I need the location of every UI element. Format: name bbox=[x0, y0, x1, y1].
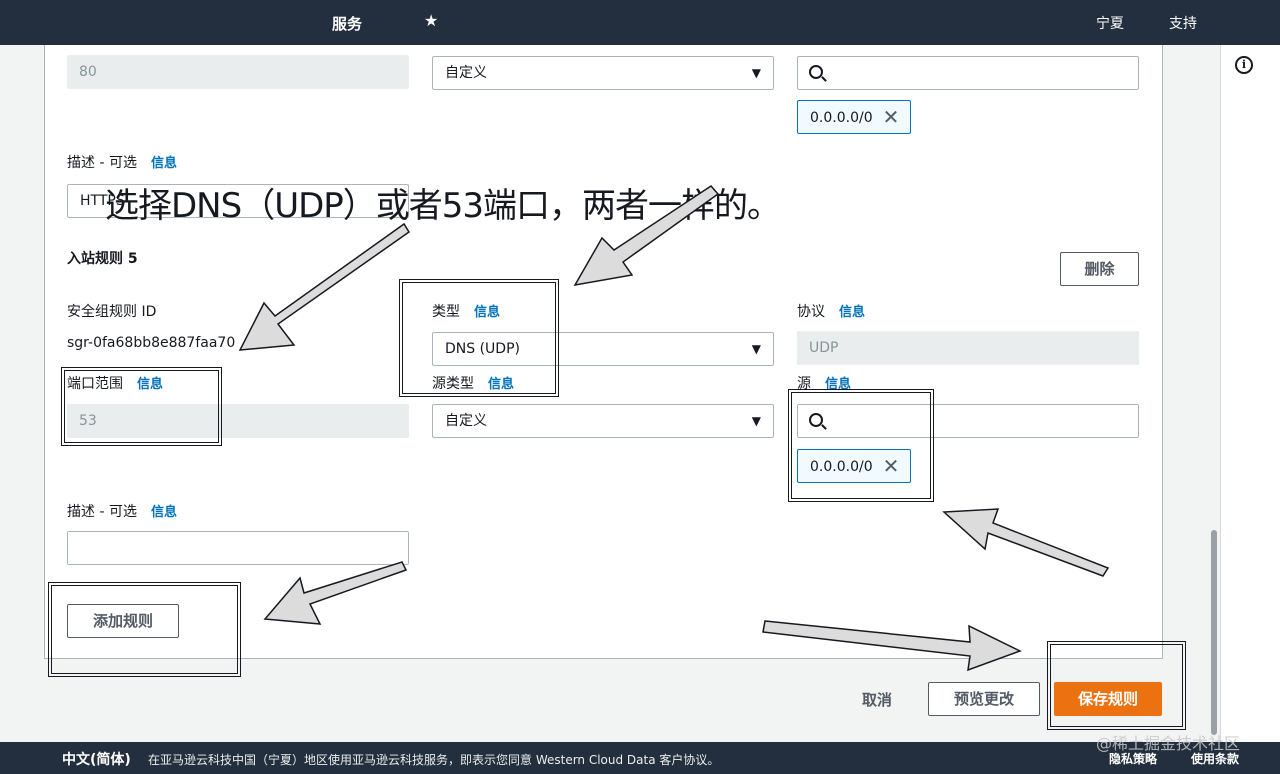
add-rule-button[interactable]: 添加规则 bbox=[67, 604, 179, 638]
rule4-source-search[interactable] bbox=[797, 56, 1139, 90]
source-type-label-text: 源类型 bbox=[432, 376, 474, 392]
port-range-label: 端口范围信息 bbox=[67, 373, 163, 393]
type-select-value: DNS (UDP) bbox=[445, 341, 520, 357]
region-selector[interactable]: 宁夏 bbox=[1096, 16, 1124, 32]
rule5-desc-label-text: 描述 - 可选 bbox=[67, 504, 137, 520]
rule4-source-type-value: 自定义 bbox=[445, 65, 487, 81]
rule4-desc-label-text: 描述 - 可选 bbox=[67, 155, 137, 171]
rule5-title: 入站规则 5 bbox=[67, 251, 138, 267]
rule4-source-type-select[interactable]: 自定义 ▼ bbox=[432, 56, 774, 90]
caret-down-icon: ▼ bbox=[751, 66, 761, 80]
cancel-button[interactable]: 取消 bbox=[862, 691, 893, 709]
rule4-source-cidr: 0.0.0.0/0 bbox=[810, 110, 873, 126]
protocol-label: 协议信息 bbox=[797, 301, 865, 321]
pin-icon[interactable]: ★ bbox=[424, 11, 439, 30]
source-label: 源信息 bbox=[797, 373, 851, 393]
rule4-desc-label: 描述 - 可选信息 bbox=[67, 152, 177, 172]
info-link[interactable]: 信息 bbox=[137, 377, 164, 392]
watermark: @稀土掘金技术社区 bbox=[1096, 734, 1241, 753]
type-label-text: 类型 bbox=[432, 304, 460, 320]
port-range-field: 53 bbox=[67, 404, 409, 438]
type-select[interactable]: DNS (UDP) ▼ bbox=[432, 332, 774, 366]
footer-bar: 中文(简体) 在亚马逊云科技中国（宁夏）地区使用亚马逊云科技服务，即表示您同意 … bbox=[0, 742, 1280, 774]
source-token: 0.0.0.0/0 ✕ bbox=[797, 449, 911, 483]
source-search[interactable] bbox=[797, 404, 1139, 438]
rule4-source-token: 0.0.0.0/0 ✕ bbox=[797, 100, 911, 134]
save-rules-button[interactable]: 保存规则 bbox=[1054, 682, 1162, 716]
info-icon[interactable]: i bbox=[1235, 56, 1253, 74]
sg-rule-id-label: 安全组规则 ID bbox=[67, 304, 157, 320]
language-selector[interactable]: 中文(简体) bbox=[62, 752, 131, 768]
search-icon bbox=[809, 65, 823, 79]
type-label: 类型信息 bbox=[432, 301, 500, 321]
source-label-text: 源 bbox=[797, 376, 811, 392]
protocol-field: UDP bbox=[797, 331, 1139, 365]
support-menu[interactable]: 支持 bbox=[1169, 16, 1197, 32]
highlight-box-save bbox=[1047, 641, 1186, 730]
rule4-port-field: 80 bbox=[67, 55, 409, 89]
highlight-box-type bbox=[399, 279, 559, 397]
info-link[interactable]: 信息 bbox=[488, 377, 515, 392]
terms-link[interactable]: 使用条款 bbox=[1191, 752, 1240, 766]
info-link[interactable]: 信息 bbox=[150, 156, 177, 171]
source-type-label: 源类型信息 bbox=[432, 373, 514, 393]
caret-down-icon: ▼ bbox=[751, 342, 761, 356]
arrow-to-save bbox=[762, 620, 1022, 672]
sg-rule-id-value: sgr-0fa68bb8e887faa70 bbox=[67, 335, 236, 351]
footer-notice: 在亚马逊云科技中国（宁夏）地区使用亚马逊云科技服务，即表示您同意 Western… bbox=[148, 753, 720, 767]
arrow-to-type bbox=[573, 185, 720, 287]
remove-token-icon[interactable]: ✕ bbox=[882, 454, 900, 478]
caret-down-icon: ▼ bbox=[751, 414, 761, 428]
privacy-link[interactable]: 隐私策略 bbox=[1109, 752, 1158, 766]
delete-rule-button[interactable]: 删除 bbox=[1060, 252, 1139, 286]
source-cidr: 0.0.0.0/0 bbox=[810, 459, 873, 475]
help-panel-rail: i bbox=[1220, 45, 1280, 742]
highlight-box-add-rule bbox=[48, 582, 241, 677]
info-link[interactable]: 信息 bbox=[474, 305, 501, 320]
arrow-to-rule-id bbox=[238, 222, 411, 351]
remove-token-icon[interactable]: ✕ bbox=[882, 105, 900, 129]
preview-changes-button[interactable]: 预览更改 bbox=[928, 682, 1040, 716]
port-range-label-text: 端口范围 bbox=[67, 376, 123, 392]
scrollbar-thumb[interactable] bbox=[1211, 530, 1217, 735]
services-menu[interactable]: 服务 bbox=[332, 15, 363, 33]
search-icon bbox=[809, 413, 823, 427]
source-type-value: 自定义 bbox=[445, 413, 487, 429]
rule4-desc-input[interactable]: HTTPS bbox=[67, 184, 409, 218]
rule5-desc-input[interactable] bbox=[67, 531, 409, 565]
rule5-desc-label: 描述 - 可选信息 bbox=[67, 501, 177, 521]
arrow-to-source bbox=[942, 508, 1110, 577]
info-link[interactable]: 信息 bbox=[839, 305, 866, 320]
info-link[interactable]: 信息 bbox=[150, 505, 177, 520]
highlight-box-port bbox=[61, 367, 222, 446]
arrow-to-add-rule bbox=[263, 561, 408, 625]
protocol-label-text: 协议 bbox=[797, 304, 825, 320]
highlight-box-source bbox=[788, 389, 934, 502]
info-link[interactable]: 信息 bbox=[825, 377, 852, 392]
source-type-select[interactable]: 自定义 ▼ bbox=[432, 404, 774, 438]
top-nav-bar: 服务 ★ 宁夏 支持 bbox=[0, 0, 1280, 45]
